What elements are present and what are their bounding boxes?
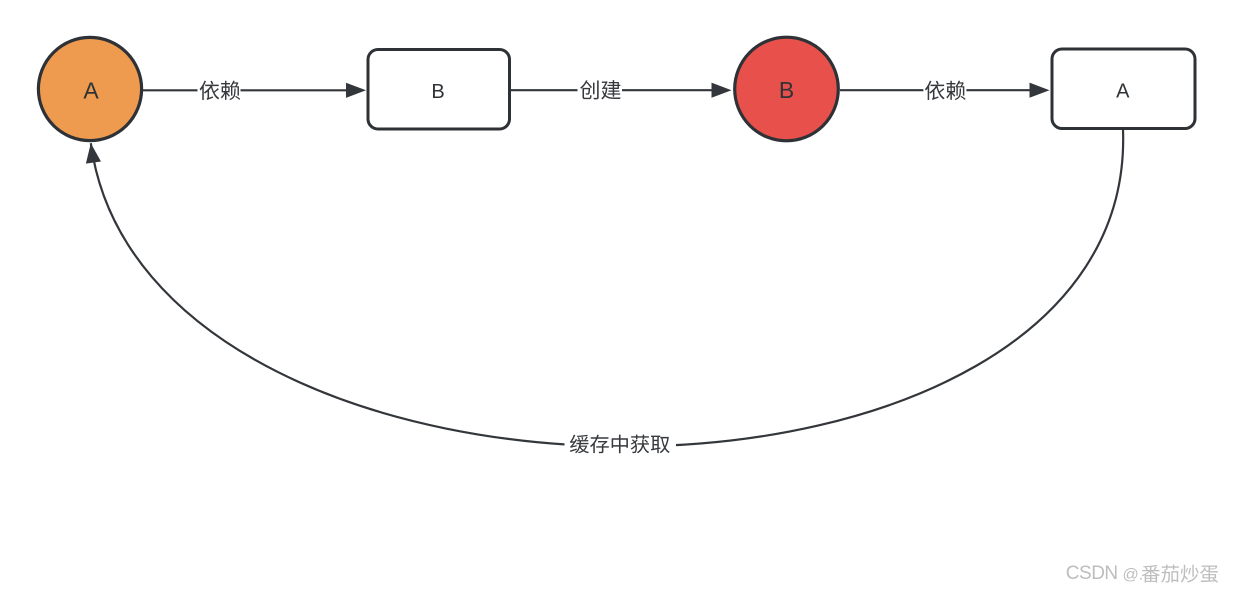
svg-text:A: A [83, 77, 99, 103]
svg-text:B: B [431, 81, 444, 103]
svg-text:@.: @. [1123, 566, 1144, 583]
svg-text:A: A [1116, 81, 1130, 103]
svg-text:B: B [779, 77, 794, 103]
svg-text:CSDN: CSDN [1066, 563, 1118, 584]
